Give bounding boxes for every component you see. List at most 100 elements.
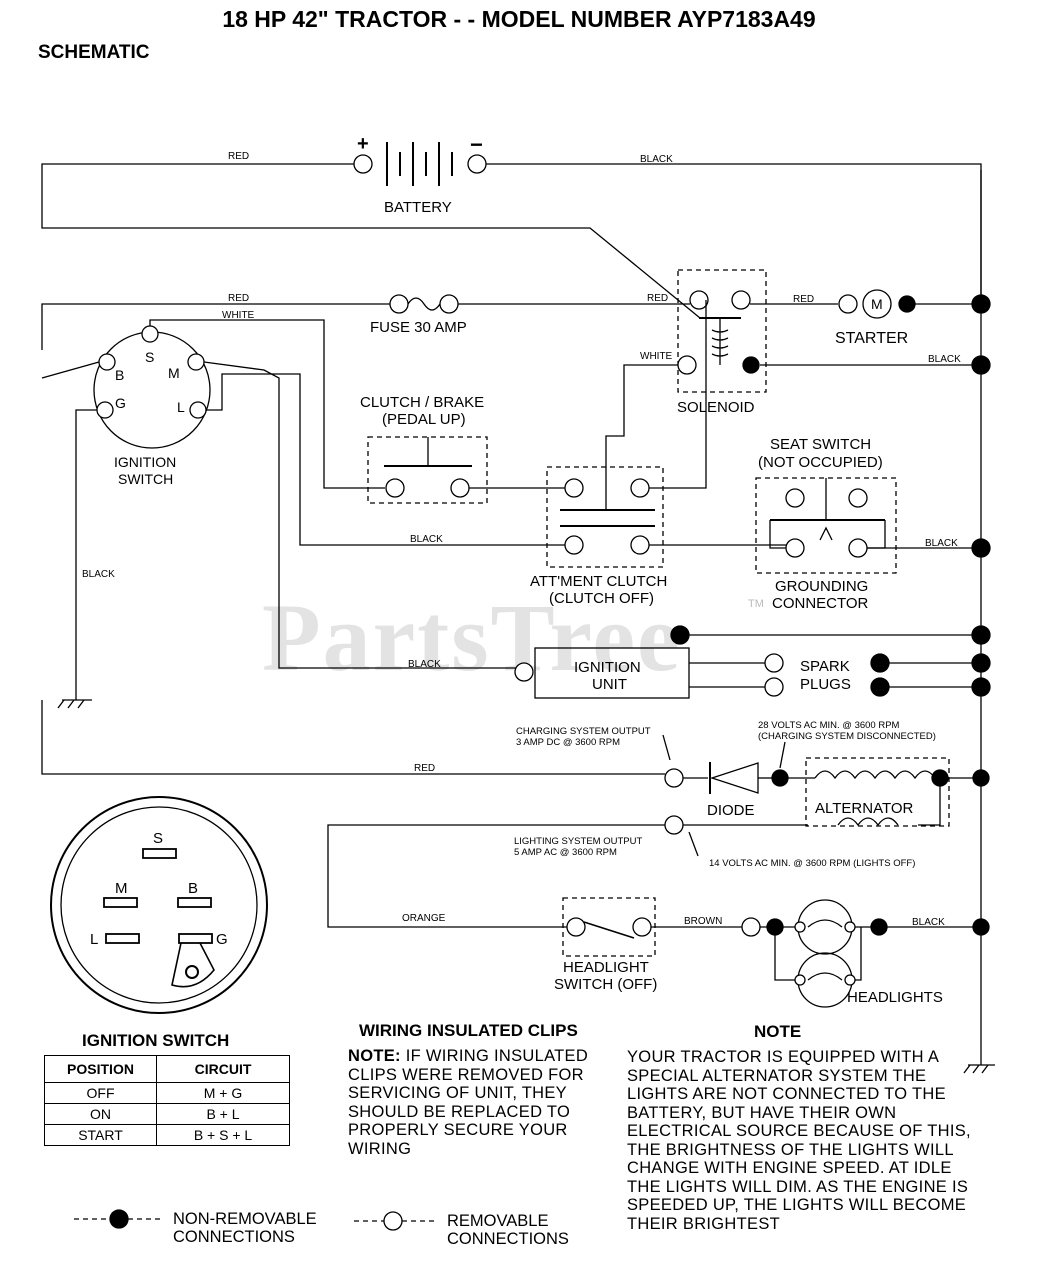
clutch-brake-box: [367, 436, 488, 504]
wiring-clips-note-text: IF WIRING INSULATED CLIPS WERE REMOVED F…: [348, 1047, 589, 1158]
attment-clutch-label: (CLUTCH OFF): [549, 590, 654, 607]
table-cell: OFF: [44, 1082, 157, 1104]
headlight-switch-label: SWITCH (OFF): [554, 976, 657, 993]
table-cell: B + L: [156, 1103, 290, 1125]
ignition-unit: [534, 647, 690, 699]
terminal-g: [178, 933, 213, 944]
wire-label-black: BLACK: [408, 659, 441, 670]
terminal-label-s: S: [145, 349, 154, 365]
wire-red-ignition: [41, 303, 390, 350]
lighting-output-note: LIGHTING SYSTEM OUTPUT: [514, 836, 642, 847]
solenoid-terminal: [731, 290, 751, 310]
wire-label-red: RED: [228, 293, 249, 304]
terminal-label-g: G: [115, 395, 126, 411]
wire-black-ground: [75, 409, 97, 700]
legend-non-removable: NON-REMOVABLE CONNECTIONS: [173, 1210, 317, 1246]
alternator-box: [805, 757, 950, 827]
terminal-l: [105, 933, 140, 944]
wire-red-battery: [41, 163, 701, 319]
detail-terminal-g: G: [216, 931, 228, 948]
wire-red-charging: [41, 700, 665, 775]
table-cell: START: [44, 1124, 157, 1146]
terminal-label-m: M: [168, 365, 180, 381]
terminal-s: [142, 848, 177, 859]
attachment-clutch-box: [546, 466, 664, 568]
headlight-switch-label: HEADLIGHT: [563, 959, 649, 976]
wire-label-red: RED: [228, 151, 249, 162]
legend-non-removable-line2: CONNECTIONS: [173, 1228, 295, 1246]
wire-label-black: BLACK: [925, 538, 958, 549]
table-row: START B + S + L: [44, 1124, 290, 1146]
wire-label-black: BLACK: [912, 917, 945, 928]
starter-symbol: M: [871, 296, 883, 312]
battery-minus: −: [470, 132, 483, 157]
ignition-table-title: IGNITION SWITCH: [82, 1031, 230, 1050]
ignition-switch-label: SWITCH: [118, 471, 173, 487]
grounding-label: CONNECTOR: [772, 595, 869, 612]
detail-terminal-l: L: [90, 931, 98, 948]
legend-removable-line1: REMOVABLE: [447, 1212, 549, 1230]
note-text: YOUR TRACTOR IS EQUIPPED WITH A SPECIAL …: [627, 1048, 971, 1233]
ground-connection: [971, 294, 991, 314]
charge-output-note: 3 AMP DC @ 3600 RPM: [516, 737, 620, 748]
battery-label: BATTERY: [384, 199, 452, 216]
watermark-tm: TM: [748, 598, 764, 610]
wire-label-red: RED: [414, 763, 435, 774]
solenoid-terminal: [677, 355, 697, 375]
terminal-label-l: L: [177, 399, 185, 415]
seat-switch-label: (NOT OCCUPIED): [758, 454, 883, 471]
wire-orange: [327, 824, 665, 928]
table-header: POSITION: [44, 1055, 157, 1083]
wire-label-black: BLACK: [410, 534, 443, 545]
spark-plugs-label: SPARK: [800, 658, 850, 675]
table-row: ON B + L: [44, 1103, 290, 1125]
table-cell: ON: [44, 1103, 157, 1125]
solenoid-label: SOLENOID: [677, 399, 755, 416]
wiring-clips-note: NOTE: IF WIRING INSULATED CLIPS WERE REM…: [348, 1047, 610, 1158]
headlight-2: [797, 952, 853, 1008]
table-row: OFF M + G: [44, 1082, 290, 1104]
headlights-label: HEADLIGHTS: [847, 989, 943, 1006]
clutch-brake-label: CLUTCH / BRAKE: [360, 394, 484, 411]
fuse: [389, 294, 459, 314]
headlight-1: [797, 899, 853, 955]
terminal-label-b: B: [115, 367, 124, 383]
volts28-note: 28 VOLTS AC MIN. @ 3600 RPM: [758, 720, 900, 731]
fuse-label: FUSE 30 AMP: [370, 319, 467, 336]
legend-non-removable-dot: [109, 1209, 129, 1229]
volts14-note: 14 VOLTS AC MIN. @ 3600 RPM (LIGHTS OFF): [709, 858, 915, 869]
volts28-note: (CHARGING SYSTEM DISCONNECTED): [758, 731, 936, 742]
ignition-unit-label: UNIT: [592, 676, 627, 693]
page-subtitle: SCHEMATIC: [38, 42, 150, 63]
alternator-label: ALTERNATOR: [815, 800, 914, 817]
wire-label-orange: ORANGE: [402, 913, 446, 924]
legend-non-removable-line1: NON-REMOVABLE: [173, 1210, 317, 1228]
legend-removable: REMOVABLE CONNECTIONS: [447, 1212, 569, 1248]
watermark: PartsTree: [262, 584, 682, 691]
lighting-output-note: 5 AMP AC @ 3600 RPM: [514, 847, 617, 858]
wiring-clips-note-label: NOTE:: [348, 1047, 401, 1065]
detail-terminal-s: S: [153, 830, 163, 847]
grounding-label: GROUNDING: [775, 578, 868, 595]
wire-white-solenoid: [605, 364, 678, 470]
diode-label: DIODE: [707, 802, 755, 819]
wire-label-white: WHITE: [222, 310, 255, 321]
wire-label-black: BLACK: [928, 354, 961, 365]
ignition-unit-label: IGNITION: [574, 659, 641, 676]
ignition-switch-table: POSITION CIRCUIT OFF M + G ON B + L STAR…: [44, 1055, 290, 1146]
starter-motor: [862, 289, 892, 319]
wire-label-black: BLACK: [640, 154, 673, 165]
wire-white-ignition: [149, 319, 385, 489]
wire-label-red: RED: [793, 294, 814, 305]
wire-black-ignition-unit: [203, 361, 524, 669]
wire-black-battery: [486, 163, 982, 300]
page-title: 18 HP 42" TRACTOR - - MODEL NUMBER AYP71…: [222, 6, 816, 32]
attment-clutch-label: ATT'MENT CLUTCH: [530, 573, 667, 590]
ignition-switch-label: IGNITION: [114, 454, 176, 470]
table-header: CIRCUIT: [156, 1055, 290, 1083]
wire-label-black: BLACK: [82, 569, 115, 580]
clutch-brake-label: (PEDAL UP): [382, 411, 466, 428]
starter-label: STARTER: [835, 330, 908, 347]
detail-terminal-b: B: [188, 880, 198, 897]
